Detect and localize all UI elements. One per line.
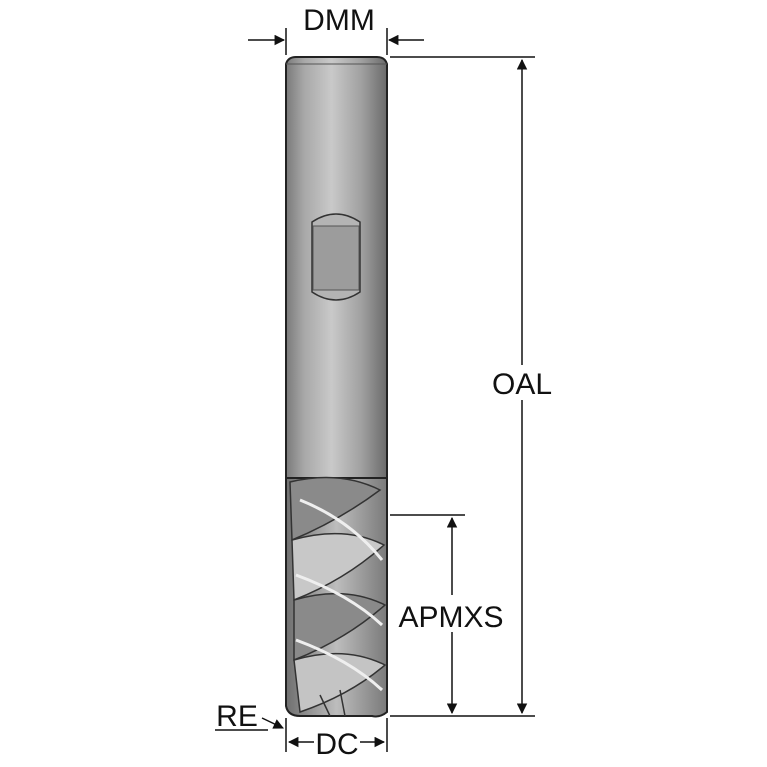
- apmxs-label: APMXS: [398, 601, 503, 634]
- dmm-label: DMM: [303, 4, 375, 37]
- re-label: RE: [216, 700, 258, 733]
- weldon-flat: [311, 213, 361, 301]
- re-dimension: RE: [215, 700, 284, 733]
- dmm-dimension: DMM: [248, 4, 424, 55]
- tool-flutes: [285, 476, 388, 718]
- dc-dimension: DC: [285, 718, 388, 761]
- oal-dimension: OAL: [390, 56, 552, 717]
- oal-label: OAL: [492, 368, 552, 401]
- dc-label: DC: [315, 728, 358, 761]
- apmxs-dimension: APMXS: [390, 514, 504, 715]
